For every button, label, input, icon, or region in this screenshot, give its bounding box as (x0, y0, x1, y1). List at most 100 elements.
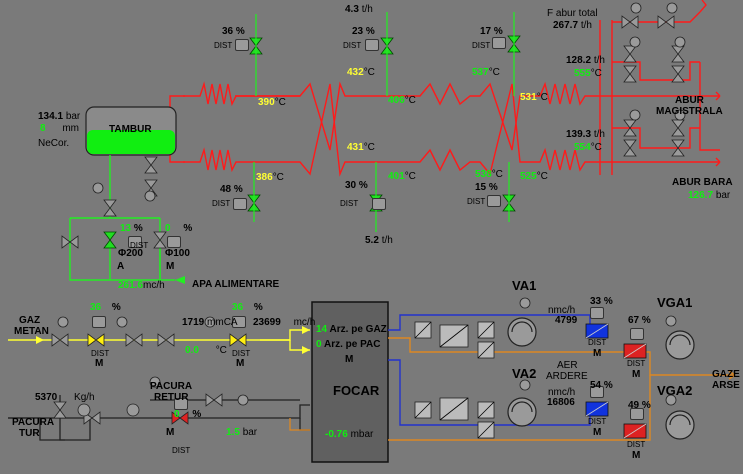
oil-flue-link (289, 418, 310, 431)
vga2-label: VGA2 (657, 383, 693, 398)
feedwater-control-valves[interactable] (103, 231, 117, 249)
aer-label-1: AER (557, 360, 578, 371)
tambur-label: TAMBUR (109, 124, 152, 135)
inj6-dist: DIST (467, 197, 486, 206)
steam-lower-flow: 139.3 t/h (566, 129, 605, 140)
abur-bara-label: ABUR BARA (672, 177, 733, 188)
dist-chip[interactable] (233, 198, 247, 210)
va1-flow-unit: nmc/h (548, 305, 576, 316)
dist-chip[interactable] (128, 236, 142, 248)
fan-actuators (585, 323, 647, 439)
vga1-label: VGA1 (657, 295, 693, 310)
fw-dist: DIST (130, 241, 149, 250)
steam-total-value: 267.7 t/h (553, 20, 592, 31)
fw-valve2-name: Φ100 (165, 248, 190, 259)
gas-valve2-dist: DIST (232, 349, 251, 358)
va1-dist: DIST (588, 338, 607, 347)
vga2-dist: DIST (627, 440, 646, 449)
temp-538: 538°C (475, 169, 503, 180)
dist-chip[interactable] (372, 198, 386, 210)
steam-total-label: F abur total (547, 8, 598, 19)
steam-lines (183, 0, 721, 177)
vga1-dist: DIST (627, 359, 646, 368)
gas-label-2: METAN (14, 326, 49, 337)
focar-pac: 0 Arz. pe PAC (316, 339, 381, 350)
oil-valve-dist: DIST (172, 446, 191, 455)
aer-label-2: ARDERE (546, 371, 588, 382)
feedwater-lines (69, 155, 175, 281)
steam-lower-temp: 554°C (574, 142, 602, 153)
temp-431: 431°C (347, 142, 375, 153)
inj2-dist: DIST (343, 41, 362, 50)
oil-retur-label-2: RETUR (154, 392, 189, 403)
va2-flow: 16806 (547, 397, 575, 408)
steam-header-valves[interactable] (621, 15, 685, 157)
dist-chip[interactable] (492, 37, 506, 49)
abur-bara-value: 126.7 bar (688, 190, 731, 201)
fw-valve2-percent: 0 % (165, 223, 193, 234)
gas-temp: 0.0 °C (185, 345, 227, 356)
gas-pressure: 1719 mmCA (182, 317, 238, 328)
gauges (57, 2, 686, 417)
dist-chip[interactable] (590, 386, 604, 398)
air-dampers (414, 321, 495, 439)
va1-label: VA1 (512, 278, 537, 293)
dist-chip[interactable] (365, 39, 379, 51)
va2-label: VA2 (512, 366, 537, 381)
focar-box (311, 301, 389, 463)
drum-valves[interactable] (61, 156, 167, 249)
temp-401: 401°C (388, 171, 416, 182)
dist-chip[interactable] (232, 316, 246, 328)
vga2-percent: 49 % (628, 400, 651, 411)
dist-chip[interactable] (630, 328, 644, 340)
gas-valves[interactable] (51, 333, 247, 347)
injection-lines (253, 12, 515, 232)
va1-mode: M (593, 348, 602, 359)
inj1-percent: 36 % (222, 26, 245, 37)
vga1-percent: 67 % (628, 315, 651, 326)
focar-title: FOCAR (333, 383, 380, 398)
temp-525: 525°C (520, 171, 548, 182)
steam-upper-temp: 555°C (574, 68, 602, 79)
tambur-level: 8 mm (40, 123, 80, 134)
inj2-percent: 23 % (352, 26, 375, 37)
oil-valve-mode: M (166, 427, 175, 438)
inj2-flow: 4.3 t/h (345, 4, 373, 15)
inj3-percent: 17 % (480, 26, 503, 37)
gas-label-1: GAZ (19, 315, 41, 326)
inj6-percent: 15 % (475, 182, 498, 193)
abur-label: ABUR (675, 95, 704, 106)
oil-valves[interactable] (53, 393, 223, 425)
temp-406: 406°C (388, 95, 416, 106)
dist-chip[interactable] (235, 39, 249, 51)
inj1-dist: DIST (214, 41, 233, 50)
dist-chip[interactable] (630, 408, 644, 420)
dist-chip[interactable] (174, 398, 188, 410)
oil-tur-label-2: TUR (19, 428, 40, 439)
va1-percent: 33 % (590, 296, 613, 307)
dist-chip[interactable] (92, 316, 106, 328)
vga1-mode: M (632, 369, 641, 380)
temp-531: 531°C (520, 92, 548, 103)
va2-mode: M (593, 427, 602, 438)
gas-valve2-percent: 36 % (232, 302, 263, 313)
fw-valve1-percent: 13 % (120, 223, 143, 234)
gas-arrows (36, 326, 310, 354)
va2-dist: DIST (588, 417, 607, 426)
feedwater-arrow (175, 276, 185, 284)
inj4-percent: 48 % (220, 184, 243, 195)
va1-flow: 4799 (555, 315, 578, 326)
tambur-pressure: 134.1 bar (38, 111, 81, 122)
fw-label: APA ALIMENTARE (192, 279, 280, 290)
dist-chip[interactable] (167, 236, 181, 248)
focar-gaz: 14 Arz. pe GAZ (316, 324, 387, 335)
va2-percent: 54 % (590, 380, 613, 391)
inj4-dist: DIST (212, 199, 231, 208)
oil-flow: 5370 Kg/h (35, 392, 95, 403)
gaze-label-2: ARSE (712, 380, 740, 391)
gaze-label-1: GAZE (712, 369, 740, 380)
tambur-drum (85, 106, 177, 156)
dist-chip[interactable] (590, 307, 604, 319)
fw-valve1-mode: A (117, 261, 125, 272)
dist-chip[interactable] (487, 195, 501, 207)
